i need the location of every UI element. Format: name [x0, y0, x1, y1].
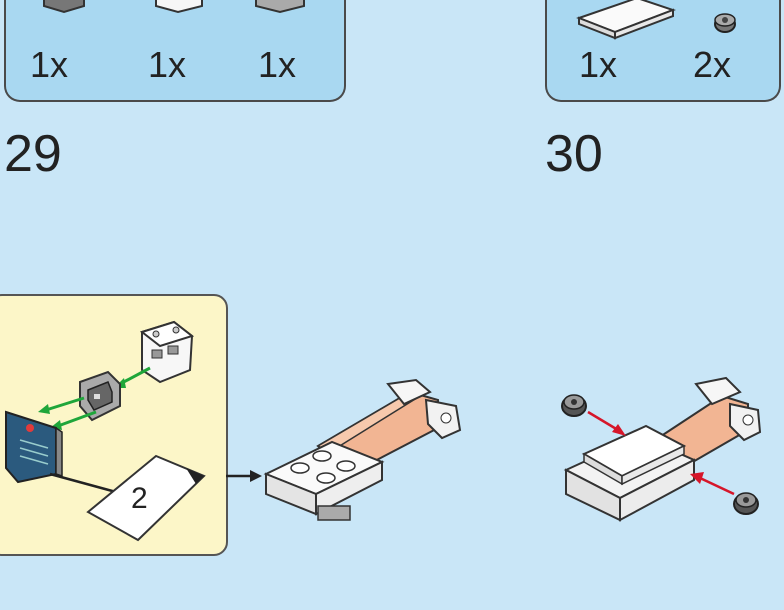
callout-arrow-head-icon [250, 470, 262, 482]
wheel-bottom-right-icon [734, 493, 758, 514]
red-arrow-1 [588, 412, 618, 430]
red-arrow-1-head-icon [612, 424, 626, 436]
wheel-top-left-icon [562, 395, 586, 416]
red-arrow-2 [700, 478, 734, 494]
step-29-model [266, 380, 460, 520]
step-30-model [566, 378, 760, 520]
